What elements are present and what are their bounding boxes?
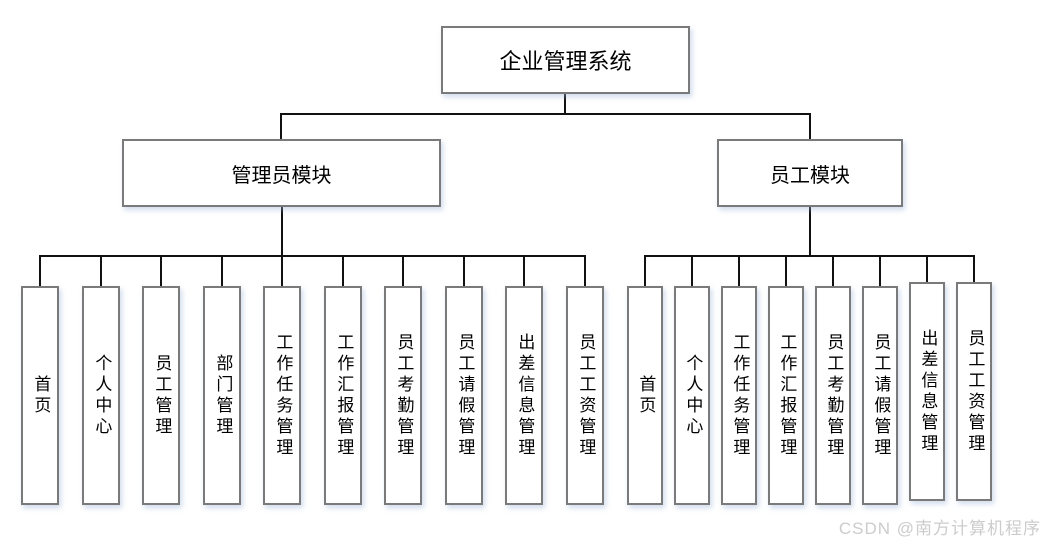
employee-leaf-trip-info-mgmt-label: 出差信息管理 [918, 328, 938, 455]
employee-leaf-report-mgmt-label: 工作汇报管理 [777, 332, 797, 459]
watermark: CSDN @南方计算机程序 [838, 519, 1041, 538]
admin-leaf-trip-info-mgmt: 出差信息管理 [505, 286, 543, 505]
employee-leaf-personal-center: 个人中心 [674, 286, 710, 505]
admin-leaf-salary-mgmt-label: 员工工资管理 [576, 332, 596, 459]
employee-leaf-leave-mgmt: 员工请假管理 [862, 286, 898, 505]
node-module-admin: 管理员模块 [122, 139, 441, 207]
node-root: 企业管理系统 [441, 26, 690, 94]
admin-leaf-home: 首页 [21, 286, 59, 505]
employee-leaf-task-mgmt: 工作任务管理 [721, 286, 757, 505]
employee-leaf-salary-mgmt-label: 员工工资管理 [965, 328, 985, 455]
admin-leaf-task-mgmt-label: 工作任务管理 [273, 332, 293, 459]
admin-leaf-department-mgmt-label: 部门管理 [213, 353, 233, 438]
employee-leaf-task-mgmt-label: 工作任务管理 [730, 332, 750, 459]
admin-leaf-leave-mgmt: 员工请假管理 [445, 286, 483, 505]
employee-leaf-attendance-mgmt-label: 员工考勤管理 [824, 332, 844, 459]
admin-leaf-salary-mgmt: 员工工资管理 [566, 286, 604, 505]
admin-leaf-task-mgmt: 工作任务管理 [263, 286, 301, 505]
admin-leaf-trip-info-mgmt-label: 出差信息管理 [515, 332, 535, 459]
node-module-employee-label: 员工模块 [770, 164, 850, 187]
node-module-employee: 员工模块 [717, 139, 903, 207]
admin-leaf-personal-center: 个人中心 [82, 286, 120, 505]
admin-leaf-employee-mgmt-label: 员工管理 [152, 353, 172, 438]
admin-leaf-report-mgmt-label: 工作汇报管理 [334, 332, 354, 459]
admin-leaf-leave-mgmt-label: 员工请假管理 [455, 332, 475, 459]
admin-leaf-report-mgmt: 工作汇报管理 [324, 286, 362, 505]
employee-leaf-report-mgmt: 工作汇报管理 [768, 286, 804, 505]
employee-leaf-leave-mgmt-label: 员工请假管理 [871, 332, 891, 459]
employee-leaf-trip-info-mgmt: 出差信息管理 [909, 282, 945, 501]
employee-leaf-attendance-mgmt: 员工考勤管理 [815, 286, 851, 505]
employee-leaf-salary-mgmt: 员工工资管理 [956, 282, 992, 501]
admin-leaf-attendance-mgmt: 员工考勤管理 [384, 286, 422, 505]
admin-leaf-department-mgmt: 部门管理 [203, 286, 241, 505]
employee-leaf-home-label: 首页 [636, 374, 656, 417]
node-root-label: 企业管理系统 [499, 49, 632, 74]
node-module-admin-label: 管理员模块 [231, 164, 332, 187]
admin-leaf-attendance-mgmt-label: 员工考勤管理 [394, 332, 414, 459]
admin-leaf-home-label: 首页 [31, 374, 51, 417]
employee-leaf-home: 首页 [627, 286, 663, 505]
admin-leaf-employee-mgmt: 员工管理 [142, 286, 180, 505]
employee-leaf-personal-center-label: 个人中心 [683, 353, 703, 438]
admin-leaf-personal-center-label: 个人中心 [92, 353, 112, 438]
